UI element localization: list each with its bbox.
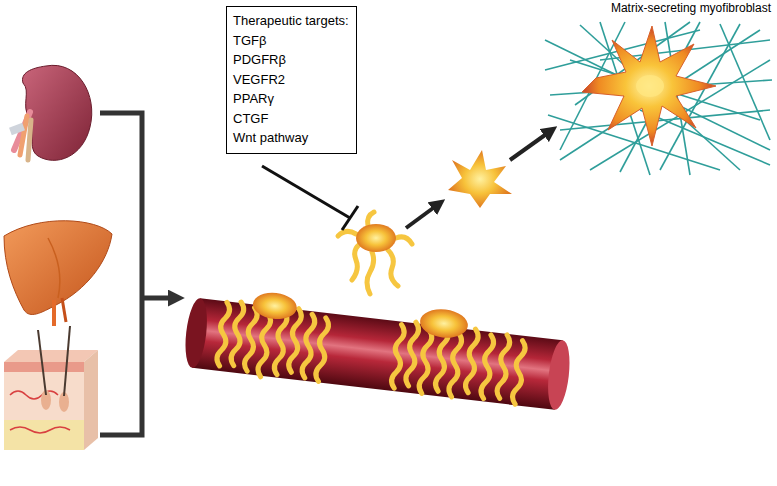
pericyte-process — [273, 311, 287, 375]
pericyte-cluster — [390, 304, 528, 404]
cell-label: Matrix-secreting myofibroblast — [609, 1, 773, 15]
vessel-tube — [192, 298, 563, 409]
pericyte-process — [257, 313, 271, 377]
pericyte-process — [496, 334, 510, 398]
pericyte-process — [512, 340, 526, 404]
liver-lobe-line — [48, 238, 60, 298]
organ-bracket — [100, 113, 178, 435]
pericyte-process — [388, 250, 398, 286]
skin-icon — [4, 326, 98, 450]
inhibition-stem — [262, 166, 350, 218]
skin-side — [84, 350, 98, 450]
activated-cell — [448, 150, 512, 208]
epidermis — [4, 362, 84, 372]
skin-capillary — [10, 427, 70, 433]
pericyte-process — [405, 322, 419, 386]
vessel-end — [545, 339, 573, 411]
target-item: VEGFR2 — [233, 70, 349, 90]
kidney-shape — [23, 65, 92, 160]
pericyte-process — [216, 302, 230, 366]
inhibition-line — [262, 166, 358, 230]
hair — [38, 330, 46, 395]
pericyte-process — [288, 308, 302, 372]
pericyte-body — [251, 290, 298, 321]
detaching-pericyte — [338, 212, 412, 294]
pericyte-process — [338, 231, 356, 236]
pericyte-process — [367, 252, 374, 294]
inhibition-bar — [342, 206, 358, 230]
pericyte-process — [230, 302, 244, 366]
liver-shape — [4, 221, 112, 315]
pericyte-process — [448, 333, 462, 397]
transition-arrow — [510, 130, 552, 160]
target-item: Wnt pathway — [233, 128, 349, 148]
pericyte-body — [356, 224, 396, 252]
skin-top — [4, 350, 98, 362]
fibre — [548, 115, 720, 170]
box-heading: Therapeutic targets: — [233, 11, 349, 31]
myofibroblast-cell — [582, 26, 716, 146]
pericyte-process — [480, 335, 494, 399]
pericyte-process — [418, 329, 432, 393]
liver-icon — [4, 221, 112, 326]
hair — [64, 326, 70, 396]
bracket-line — [100, 113, 142, 435]
transition-arrow — [406, 203, 440, 228]
fibre — [640, 110, 770, 165]
pericyte-process — [352, 244, 360, 280]
vessel-end — [182, 297, 210, 369]
subcutis — [4, 420, 84, 450]
hilum-band — [9, 123, 25, 135]
target-item: PDGFRβ — [233, 50, 349, 70]
pericyte-process — [368, 212, 374, 226]
pericyte-process — [391, 324, 405, 388]
pericyte-process — [396, 237, 412, 244]
pericyte-process — [465, 329, 479, 393]
ureter — [28, 120, 31, 160]
renal-vein — [20, 116, 27, 155]
target-item: TGFβ — [233, 31, 349, 51]
pericyte-body — [419, 307, 470, 340]
liver-vessel — [52, 300, 56, 326]
targets-box: Therapeutic targets:TGFβPDGFRβVEGFR2PPAR… — [226, 6, 357, 154]
blood-vessel — [182, 280, 575, 412]
target-item: PPARγ — [233, 89, 349, 109]
matrix-fibres — [545, 22, 772, 175]
pericyte-cluster — [215, 287, 331, 384]
bracket-arrow — [142, 296, 178, 301]
target-item: CTGF — [233, 109, 349, 129]
pericyte-process — [244, 307, 258, 371]
myofibroblast-nucleus — [636, 75, 664, 97]
liver-vessel — [62, 298, 66, 322]
pericyte-process — [315, 317, 329, 381]
kidney-icon — [9, 65, 92, 160]
pericyte-process — [301, 314, 315, 378]
